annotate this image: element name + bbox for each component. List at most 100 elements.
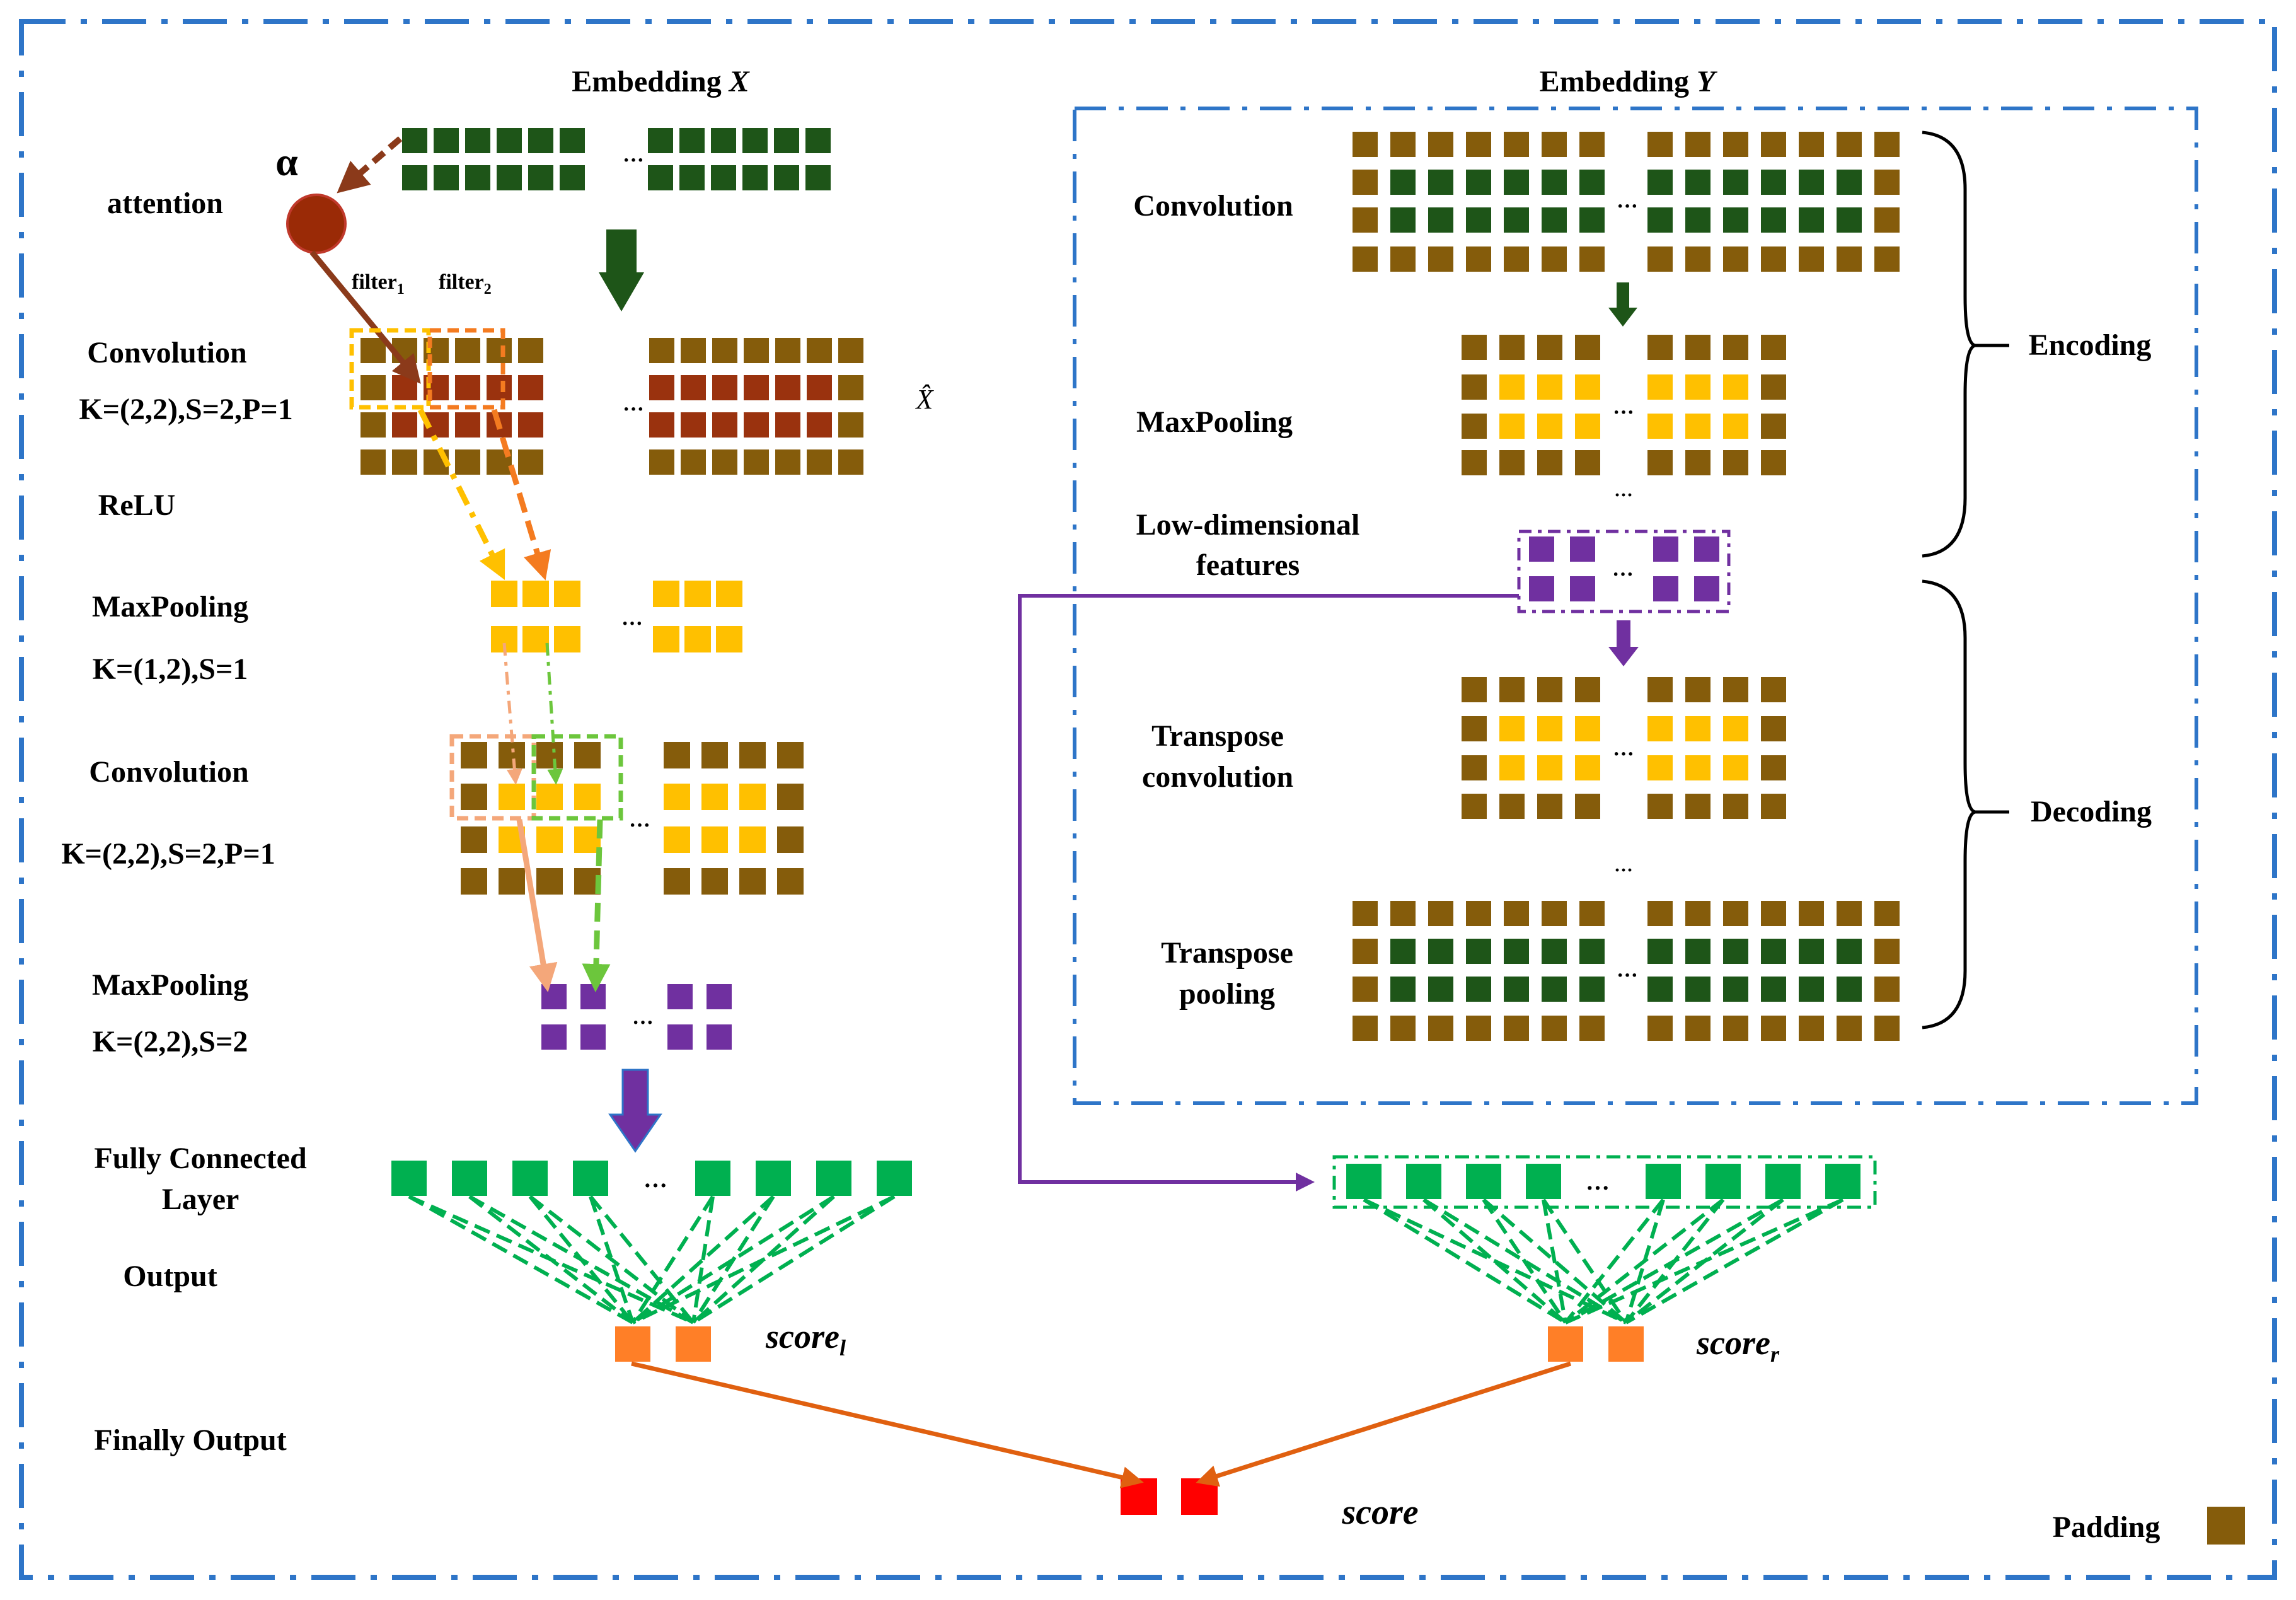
tconv-cell	[1460, 715, 1488, 743]
tpool-cell	[1351, 975, 1379, 1003]
tpool-cell	[1873, 975, 1901, 1003]
ellipsis-icon: ···	[1617, 195, 1638, 218]
embedding-y-cell	[1503, 245, 1530, 273]
attention-node-icon	[286, 194, 347, 254]
right-pool-cell	[1684, 449, 1712, 477]
embedding-x-cell	[648, 165, 673, 190]
fc-connection-line	[692, 1195, 896, 1325]
ellipsis-icon: ···	[1612, 563, 1634, 586]
tpool-cell	[1835, 1014, 1863, 1042]
tpool-cell	[1684, 1014, 1712, 1042]
fc-connection-line	[1564, 1198, 1784, 1325]
embedding-y-cell	[1835, 206, 1863, 234]
tpool-cell	[1427, 937, 1455, 965]
conv1-cell	[361, 338, 386, 363]
output-label: Output	[123, 1260, 217, 1293]
embedding-y-cell	[1722, 168, 1750, 196]
tconv-cell	[1536, 676, 1564, 704]
conv1-cell	[775, 449, 800, 475]
tpool-cell	[1389, 937, 1417, 965]
embedding-y-cell	[1873, 206, 1901, 234]
embedding-y-cell	[1797, 168, 1825, 196]
right-fc-box	[1332, 1155, 1877, 1209]
lowdim-cell	[1693, 575, 1721, 603]
tpool-cell	[1684, 900, 1712, 927]
conv1-cell	[681, 338, 706, 363]
tconv-cell	[1646, 715, 1674, 743]
embedding-y-cell	[1465, 130, 1492, 158]
lowdim-cell	[1652, 575, 1680, 603]
tpool-cell	[1351, 1014, 1379, 1042]
conv2-to-pool2-arrow-a	[516, 819, 558, 992]
conv2-cell	[738, 825, 767, 854]
conv1-cell	[712, 375, 737, 400]
tpool-cell	[1646, 975, 1674, 1003]
embedding-y-cell	[1503, 130, 1530, 158]
tpool-cell	[1684, 975, 1712, 1003]
embedding-y-cell	[1389, 168, 1417, 196]
fc-connection-line	[1564, 1198, 1844, 1325]
right-pool-cell	[1722, 373, 1750, 401]
pool1-cell	[553, 625, 582, 654]
conv2-cell	[776, 867, 805, 896]
embedding-y-cell	[1503, 206, 1530, 234]
fc-connection-line	[1564, 1198, 1724, 1325]
conv1-cell	[455, 449, 480, 475]
embedding-y-cell	[1503, 168, 1530, 196]
right-pool-cell	[1536, 333, 1564, 361]
fc-left-node	[511, 1159, 549, 1197]
conv1-cell	[712, 338, 737, 363]
pool2-cell	[579, 1023, 607, 1051]
ellipsis-icon: ···	[1614, 485, 1633, 506]
embedding-y-cell	[1540, 168, 1568, 196]
embedding-y-cell	[1427, 206, 1455, 234]
decoding-brace	[1922, 579, 1976, 1029]
tpool-cell	[1722, 975, 1750, 1003]
tpool-cell	[1760, 900, 1787, 927]
tconv-cell	[1760, 754, 1787, 782]
tpool-cell	[1427, 975, 1455, 1003]
embedding-x-cell	[528, 165, 553, 190]
pool2-cell	[705, 1023, 733, 1051]
right-pool-cell	[1498, 449, 1526, 477]
fc-connection-line	[631, 1195, 715, 1324]
tpool-cell	[1722, 900, 1750, 927]
conv2-to-pool2-arrow-b	[582, 819, 611, 992]
fc-connection-line	[1422, 1198, 1627, 1325]
conv2-cell	[497, 782, 526, 811]
conv1-cell	[455, 412, 480, 438]
conv2-cell	[776, 741, 805, 770]
output-left-node	[674, 1325, 712, 1363]
conv1-cell	[392, 449, 417, 475]
filter2-box	[427, 328, 505, 410]
embedding-x-cell	[742, 128, 768, 153]
embedding-y-cell	[1465, 168, 1492, 196]
embedding-y-cell	[1351, 206, 1379, 234]
conv1-cell	[807, 449, 832, 475]
tpool-cell	[1684, 937, 1712, 965]
embedding-x-label: Embedding X	[572, 65, 749, 98]
fc-left-node	[875, 1159, 913, 1197]
right-pool-cell	[1760, 373, 1787, 401]
tconv-cell	[1646, 676, 1674, 704]
tpool-cell	[1722, 1014, 1750, 1042]
tpool-cell	[1873, 900, 1901, 927]
tpool-cell	[1427, 1014, 1455, 1042]
right-pool-cell	[1574, 373, 1601, 401]
fc-left-node	[694, 1159, 732, 1197]
embedding-y-cell	[1540, 130, 1568, 158]
cell-grid-layer: ········································…	[361, 128, 1901, 1515]
conv1-cell	[518, 412, 543, 438]
tpool-cell	[1351, 937, 1379, 965]
final-score-node	[1121, 1478, 1157, 1515]
fc-right-node	[1345, 1162, 1383, 1200]
tconv-cell	[1574, 715, 1601, 743]
conv1-cell	[681, 375, 706, 400]
conv1-cell	[712, 449, 737, 475]
pool2-title: MaxPooling	[92, 968, 248, 1002]
conv1-cell	[744, 449, 769, 475]
fc-left-node	[572, 1159, 609, 1197]
conv2-cell	[535, 825, 564, 854]
score-left-link	[631, 1361, 1144, 1488]
